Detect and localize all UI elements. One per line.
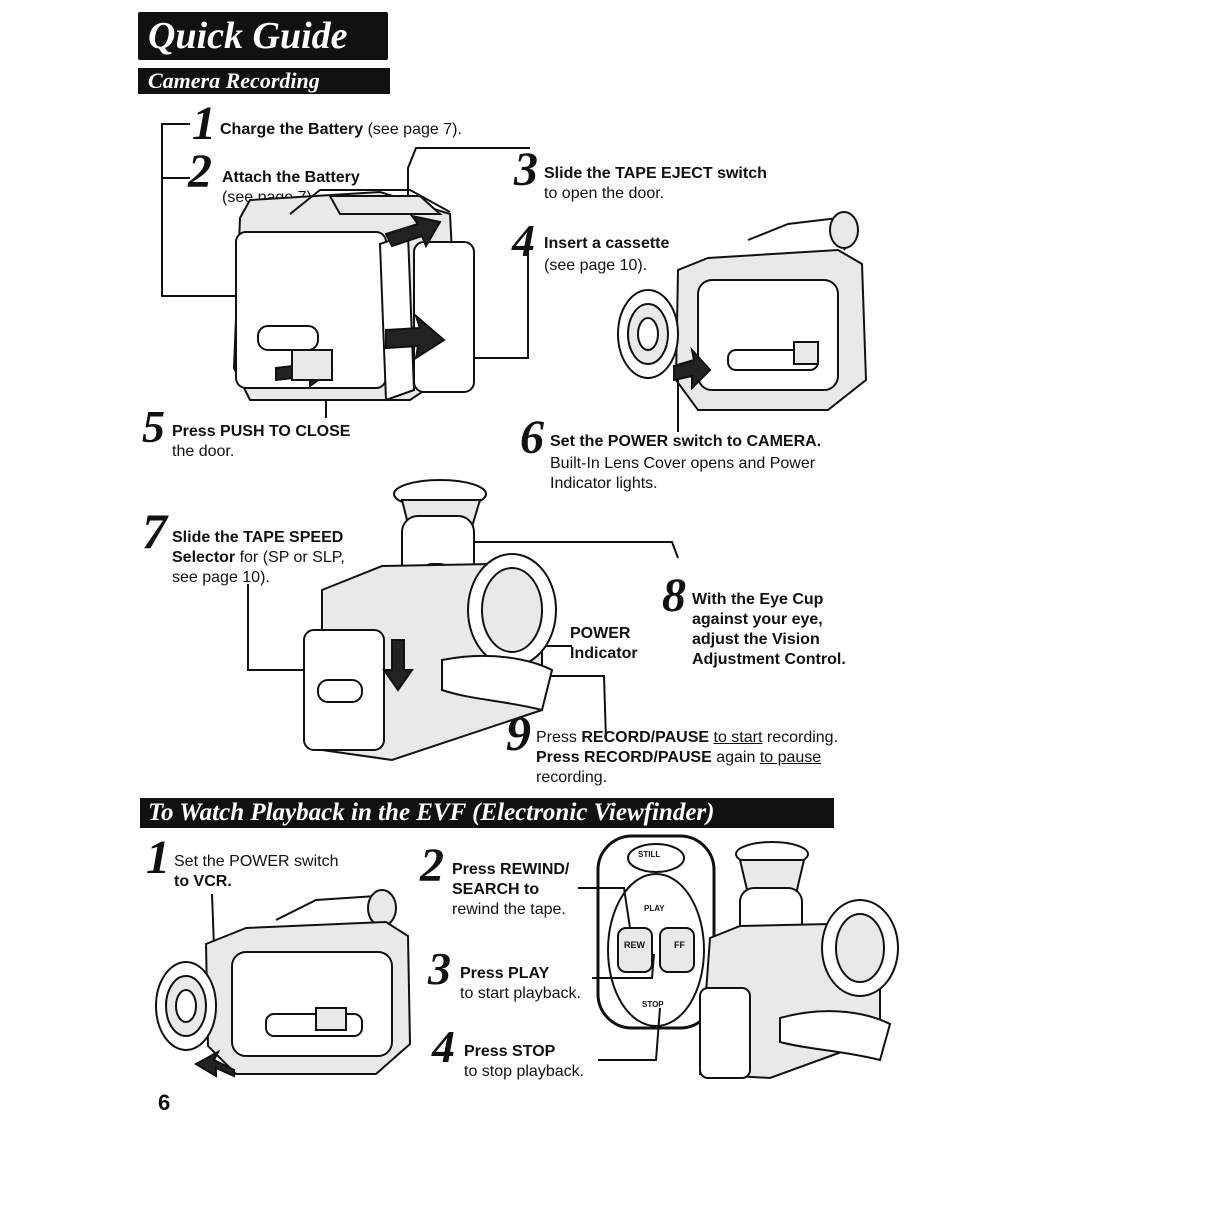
- camcorder-playback-illustration: [698, 841, 899, 1080]
- step-number: 2: [420, 839, 444, 892]
- step-text: Insert a cassette: [544, 235, 670, 252]
- step-text: Indicator lights.: [550, 475, 658, 492]
- step-text: Press PLAY: [460, 965, 550, 982]
- step-number: 2: [188, 145, 212, 198]
- step-text: to stop playback.: [464, 1063, 585, 1080]
- page-number: 6: [158, 1090, 171, 1115]
- step-text: Press STOP: [464, 1043, 556, 1060]
- step-text: the door.: [172, 443, 235, 460]
- step-text: to start playback.: [460, 985, 581, 1002]
- section-title-playback: To Watch Playback in the EVF (Electronic…: [140, 798, 834, 828]
- camcorder-viewfinder-illustration: [247, 479, 679, 762]
- step-text: (see page 10).: [544, 257, 648, 274]
- step-text: Adjustment Control.: [692, 651, 846, 668]
- step-text: rewind the tape.: [452, 901, 566, 918]
- stop-button: STOP: [642, 1000, 664, 1009]
- step-number: 5: [142, 401, 165, 452]
- step-number: 1: [146, 831, 170, 884]
- rew-button: REW: [624, 940, 645, 950]
- camcorder-door-illustration: [161, 123, 530, 418]
- step-number: 1: [192, 97, 216, 150]
- step-text: Attach the Battery: [222, 169, 360, 186]
- play-button: PLAY: [644, 904, 665, 913]
- step-number: 4: [512, 215, 535, 266]
- step-text: Built-In Lens Cover opens and Power: [550, 455, 816, 472]
- step-number: 4: [432, 1021, 455, 1072]
- page-title: Quick Guide: [138, 12, 388, 60]
- step-text-bold: Charge the Battery: [220, 121, 364, 138]
- power-indicator-label: POWER Indicator: [570, 625, 638, 662]
- step-text: Set the POWER switch to CAMERA.: [550, 433, 822, 450]
- step-text: Press REWIND/: [452, 861, 570, 878]
- step-text-bold: Selector: [172, 549, 236, 566]
- step-text: Slide the TAPE EJECT switch: [544, 165, 767, 182]
- step-text: SEARCH to: [452, 881, 540, 898]
- step-number: 8: [662, 569, 686, 622]
- step-text: Press PUSH TO CLOSE: [172, 423, 351, 440]
- step-number: 6: [520, 411, 544, 464]
- step-text: to open the door.: [544, 185, 665, 202]
- ff-button: FF: [674, 940, 685, 950]
- step-text: against your eye,: [692, 611, 823, 628]
- step-text: to VCR.: [174, 873, 232, 890]
- step-text: Slide the TAPE SPEED: [172, 529, 344, 546]
- section-title-camera-recording: Camera Recording: [138, 68, 390, 94]
- camcorder-side-illustration: [617, 211, 868, 432]
- step-text: adjust the Vision: [692, 631, 820, 648]
- step-text: see page 10).: [172, 569, 270, 586]
- step-number: 3: [514, 143, 538, 196]
- step-number: 7: [142, 503, 167, 559]
- step-text: Set the POWER switch: [174, 853, 339, 870]
- camcorder-vcr-illustration: [155, 889, 412, 1078]
- step-text: (see page 7).: [363, 121, 462, 138]
- step-text: With the Eye Cup: [692, 591, 824, 608]
- step-text: for (SP or SLP,: [235, 549, 345, 566]
- still-button: STILL: [638, 850, 661, 859]
- step-number: 3: [428, 943, 451, 994]
- button-pad-illustration: STILL PLAY REW FF STOP: [578, 834, 716, 1061]
- step-text: recording.: [536, 769, 608, 786]
